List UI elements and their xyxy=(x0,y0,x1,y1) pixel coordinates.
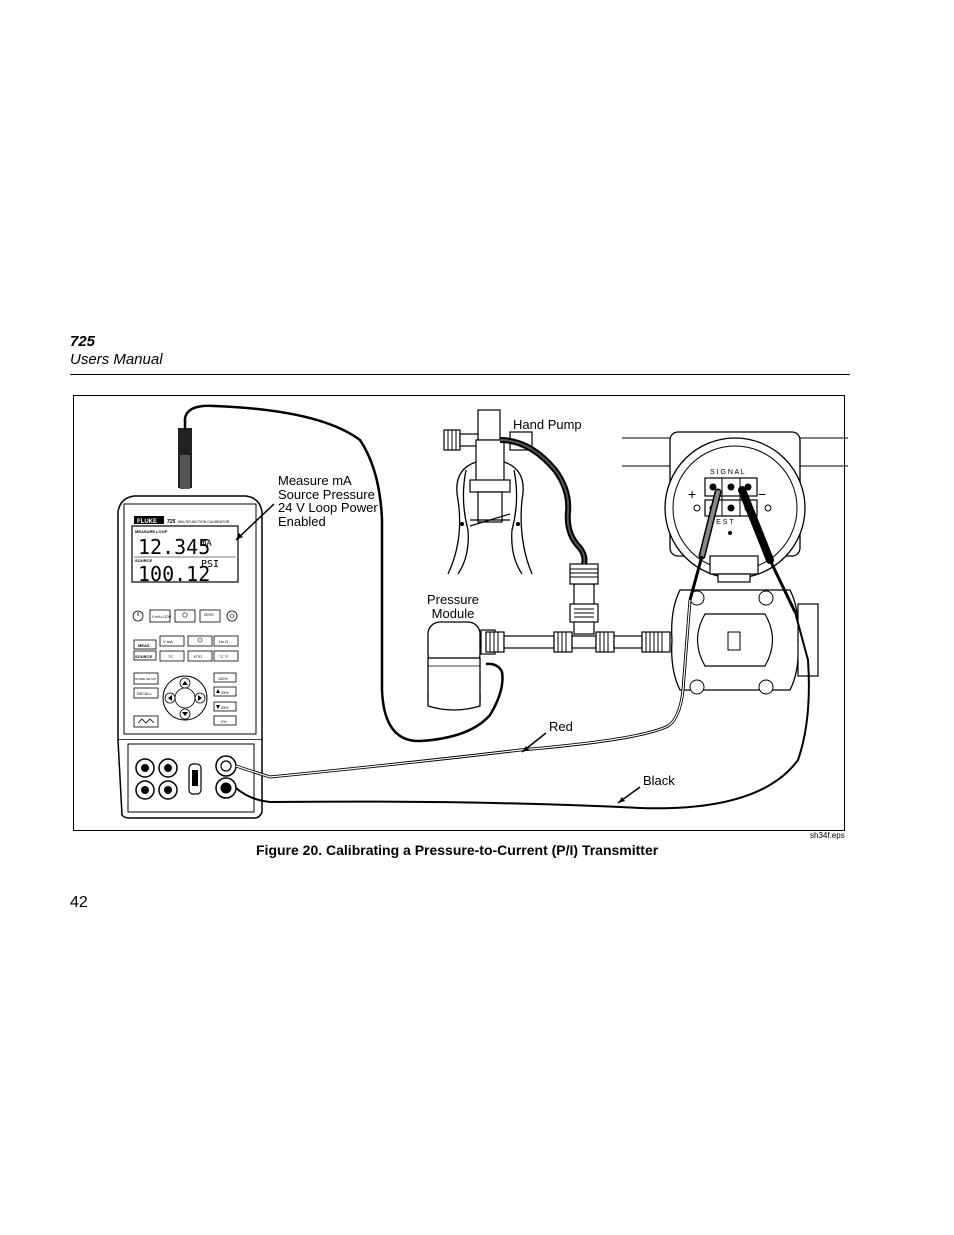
key-100-label: 100% xyxy=(218,677,228,681)
figure-frame xyxy=(73,395,845,831)
key-tc-label: TC xyxy=(168,654,173,659)
measure-callout-line-1: Measure mA xyxy=(278,473,352,488)
key-tc[interactable] xyxy=(159,650,185,662)
key-25-down[interactable] xyxy=(213,701,237,712)
lcd-source-value: 100.12 xyxy=(138,562,210,586)
hand-pump xyxy=(443,409,533,575)
key-rtd-label: RTD xyxy=(194,654,202,659)
key-c-f-label: °C °F xyxy=(219,654,229,659)
pressure-module-cable xyxy=(183,404,504,743)
pressure-module-callout: Pressure Module xyxy=(425,593,481,620)
key-pressure[interactable] xyxy=(174,609,196,623)
key-recall[interactable] xyxy=(133,687,159,699)
key-meas-label: MEAS xyxy=(138,643,150,648)
key-zero[interactable] xyxy=(199,609,221,623)
key-hz-ohm-label: Hz Ω xyxy=(219,639,228,644)
transmitter: S I G N A L T E S T + − xyxy=(622,431,848,695)
brand-logo: FLUKE xyxy=(137,519,157,525)
test-label: T E S T xyxy=(710,519,734,526)
input-jacks xyxy=(135,755,237,800)
key-pressure-2[interactable] xyxy=(187,635,213,647)
key-store-setup-label: STORE SETUP xyxy=(135,677,156,681)
key-store-setup[interactable] xyxy=(133,672,159,685)
page-number: 42 xyxy=(70,894,88,911)
key-v-ma-loop[interactable] xyxy=(149,609,171,623)
key-100-percent[interactable] xyxy=(213,672,237,683)
pressure-module-callout-line-2: Module xyxy=(431,605,475,621)
measure-callout: Measure mA Source Pressure 24 V Loop Pow… xyxy=(278,474,378,528)
key-meas[interactable] xyxy=(133,639,157,650)
lcd-measure-label: MEASURE LOOP xyxy=(135,529,168,534)
header-manual-title: Users Manual xyxy=(70,351,163,368)
key-rtd[interactable] xyxy=(187,650,213,662)
measure-callout-line-4: Enabled xyxy=(278,513,326,529)
black-callout: Black xyxy=(643,773,675,788)
black-test-probe xyxy=(738,486,774,564)
key-c-f[interactable] xyxy=(213,650,239,662)
key-0-label: 0% xyxy=(221,720,227,724)
lcd-measure-value: 12.345 xyxy=(138,535,210,559)
figure-caption: Figure 20. Calibrating a Pressure-to-Cur… xyxy=(256,842,659,858)
red-callout: Red xyxy=(549,719,573,734)
key-v-ma-loop-label: V mA LOOP xyxy=(152,615,172,619)
calibrator-subtitle: MULTIFUNCTION CALIBRATOR xyxy=(178,520,230,524)
black-lead-wire xyxy=(235,611,810,810)
backlight-icon[interactable] xyxy=(226,610,238,622)
key-zero-label: ZERO xyxy=(204,613,214,617)
calibrator: FLUKE 725 MULTIFUNCTION CALIBRATOR MEASU… xyxy=(117,428,263,819)
key-ramp[interactable] xyxy=(133,715,159,728)
plus-terminal-label: + xyxy=(688,486,696,502)
key-source-label: SOURCE xyxy=(135,654,152,659)
key-recall-label: RECALL xyxy=(137,692,152,696)
figure-file-ref: sh34f.eps xyxy=(810,831,845,840)
key-v-ma-label: V mA xyxy=(163,639,173,644)
pressure-piping xyxy=(480,563,671,655)
model-label: 725 xyxy=(167,519,176,525)
lcd-source-label: SOURCE xyxy=(135,558,152,563)
measure-callout-pointer xyxy=(235,503,275,541)
measure-callout-line-3: 24 V Loop Power xyxy=(278,500,378,515)
signal-label: S I G N A L xyxy=(710,469,745,476)
lcd-display xyxy=(131,525,239,583)
minus-terminal-label: − xyxy=(758,486,766,502)
header-rule xyxy=(70,374,850,375)
hand-pump-callout: Hand Pump xyxy=(513,417,582,432)
measure-callout-line-2: Source Pressure xyxy=(278,486,375,502)
key-v-ma[interactable] xyxy=(159,635,185,647)
pressure-module xyxy=(427,621,481,711)
key-0-percent[interactable] xyxy=(213,715,237,726)
pressure-module-callout-line-1: Pressure xyxy=(426,592,480,607)
header-model: 725 xyxy=(70,333,96,350)
key-hz-ohm[interactable] xyxy=(213,635,239,647)
lcd-measure-unit: mA xyxy=(201,539,212,549)
lcd-source-unit: PSI xyxy=(201,559,219,570)
key-25-up-label: 25% xyxy=(221,691,229,695)
pressure-icon xyxy=(182,612,188,618)
key-source[interactable] xyxy=(133,650,157,661)
key-25-down-label: 25% xyxy=(221,706,229,710)
key-25-up[interactable] xyxy=(213,686,237,697)
ramp-icon xyxy=(137,718,155,724)
